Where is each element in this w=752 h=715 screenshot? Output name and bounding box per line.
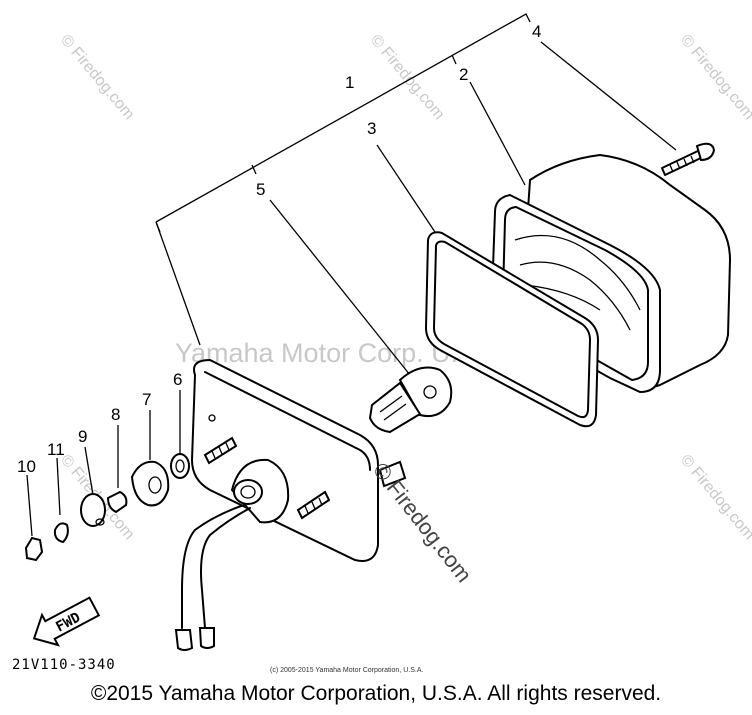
callout-9: 9 — [78, 427, 87, 446]
footer-copyright: ©2015 Yamaha Motor Corporation, U.S.A. A… — [90, 682, 662, 705]
callout-1: 1 — [345, 73, 354, 92]
watermark-firedog: © Firedog.com — [367, 32, 448, 123]
screw-part — [661, 142, 716, 176]
gasket-part — [424, 231, 600, 428]
lockwasher-part-11 — [53, 522, 69, 544]
grommet-part-7 — [130, 460, 170, 507]
bulb-part — [368, 366, 453, 434]
nut-part-10 — [24, 536, 44, 562]
small-parts — [24, 453, 190, 562]
diagram-code: 21V110-3340 — [12, 657, 116, 673]
callout-11: 11 — [47, 440, 65, 459]
watermark-firedog: © Firedog.com — [677, 452, 752, 543]
callout-6: 6 — [173, 370, 182, 389]
callout-5: 5 — [256, 180, 265, 199]
washer-part-9 — [80, 493, 106, 527]
callout-7: 7 — [142, 390, 151, 409]
callout-8: 8 — [111, 405, 120, 424]
callouts: 1 2 3 4 5 6 7 8 9 11 10 — [17, 22, 541, 476]
watermark-firedog-large: © Firedog.com — [368, 458, 477, 587]
leader-lines — [26, 13, 677, 537]
small-copyright: (c) 2005-2015 Yamaha Motor Corporation, … — [270, 667, 423, 674]
watermark-firedog: © Firedog.com — [677, 32, 752, 123]
watermark-firedog: © Firedog.com — [57, 32, 138, 123]
callout-10: 10 — [17, 457, 36, 476]
washer-part-6 — [170, 453, 190, 479]
callout-3: 3 — [367, 119, 376, 138]
collar-part-8 — [106, 490, 128, 514]
callout-2: 2 — [459, 65, 468, 84]
base-plate-part — [174, 358, 407, 651]
callout-4: 4 — [532, 22, 541, 41]
fwd-arrow: FWD — [32, 596, 101, 647]
